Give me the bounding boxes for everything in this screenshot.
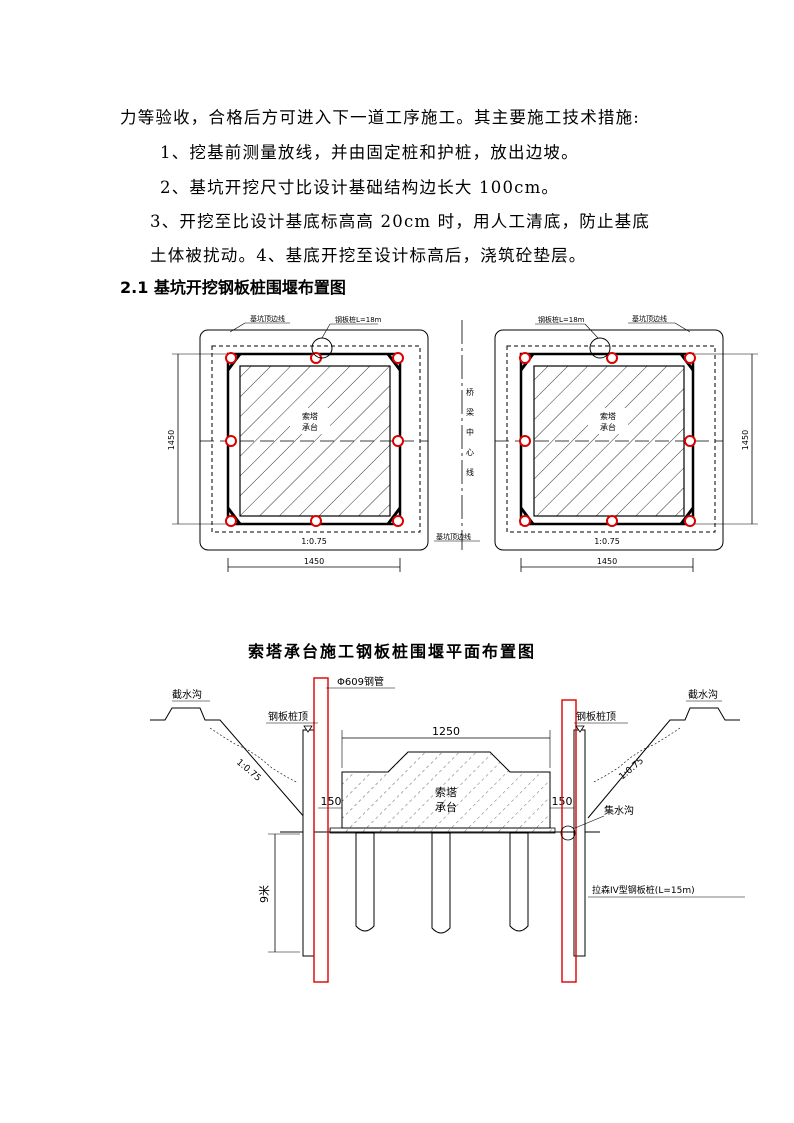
steel-pipe-label: Φ609钢管 [337, 675, 384, 688]
center-line-char-2: 梁 [466, 408, 474, 417]
paragraph-step-1: 1、挖基前测量放线，并由固定桩和护桩，放出边坡。 [160, 143, 579, 162]
elevation-platform-line2: 承台 [435, 800, 457, 814]
center-line-char-1: 桥 [466, 387, 474, 397]
plan-left-platform-line2: 承台 [302, 422, 318, 432]
paragraph-step-4: 土体被扰动。4、基底开挖至设计标高后，浇筑砼垫层。 [150, 246, 587, 265]
paragraph-step-3: 3、开挖至比设计基底标高高 20cm 时，用人工清底，防止基底 [150, 212, 651, 231]
center-line-char-3: 中 [466, 427, 474, 437]
plan-left: 索塔 承台 基坑顶边线 钢板桩L=18m 1:0.75 1450 1450 [167, 314, 429, 572]
sump-label: 集水沟 [604, 804, 634, 817]
plan-right: 索塔 承台 钢板桩L=18m 基坑顶边线 1:0.75 1450 1450 [494, 314, 758, 572]
plan-left-height-dim: 1450 [167, 430, 176, 450]
left-pile-top-label: 钢板桩顶 [268, 710, 308, 723]
plan-drawing: 索塔 承台 基坑顶边线 钢板桩L=18m 1:0.75 1450 1450 [167, 314, 758, 572]
pile-note: 拉森IV型钢板桩(L=15m) [592, 884, 695, 896]
left-slope-label: 1:0.75 [234, 758, 262, 784]
plan-left-platform-line1: 索塔 [302, 411, 318, 421]
section-title: 索塔承台施工钢板桩围堰平面布置图 [248, 642, 537, 661]
right-ditch-label: 截水沟 [688, 688, 718, 701]
center-line-char-5: 线 [466, 467, 474, 477]
plan-right-width-dim: 1450 [597, 557, 617, 566]
elevation-drawing: 截水沟 1:0.75 截水沟 1:0.75 索塔 承台 1250 150 150… [150, 675, 745, 983]
plan-right-pit-top-label: 基坑顶边线 [632, 314, 667, 323]
plan-right-slope: 1:0.75 [594, 537, 620, 546]
plan-right-sheet-pile-label: 钢板桩L=18m [538, 315, 585, 324]
right-slope-label: 1:0.75 [618, 756, 646, 782]
plan-left-sheet-pile-label: 钢板桩L=18m [335, 315, 382, 324]
bridge-center-line: 桥 梁 中 心 线 基坑顶边线 [434, 320, 480, 550]
section-heading: 2.1 基坑开挖钢板桩围堰布置图 [120, 278, 346, 297]
plan-left-slope: 1:0.75 [301, 537, 327, 546]
plan-left-pit-top-label: 基坑顶边线 [250, 314, 285, 323]
left-ditch-label: 截水沟 [172, 688, 202, 701]
plan-right-height-dim: 1450 [741, 430, 750, 450]
center-line-char-4: 心 [466, 448, 474, 457]
right-pile-top-label: 钢板桩顶 [576, 710, 616, 723]
depth-dim: 9米 [258, 885, 271, 903]
plan-right-platform-line1: 索塔 [600, 411, 616, 421]
plan-right-platform-line2: 承台 [600, 422, 616, 432]
paragraph-step-2: 2、基坑开挖尺寸比设计基础结构边长大 100cm。 [160, 178, 560, 197]
elevation-platform-line1: 索塔 [435, 785, 457, 799]
plan-center-pit-top-label: 基坑顶边线 [436, 532, 471, 541]
left-offset-dim: 150 [321, 795, 342, 808]
paragraph-intro: 力等验收，合格后方可进入下一道工序施工。其主要施工技术措施: [120, 108, 641, 127]
elevation-width-dim: 1250 [432, 725, 460, 738]
plan-left-width-dim: 1450 [304, 557, 324, 566]
